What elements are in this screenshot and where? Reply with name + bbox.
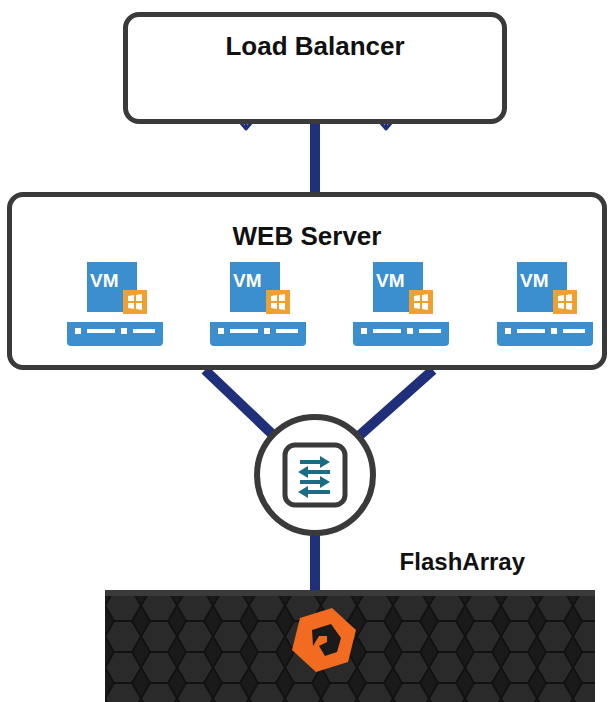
windows-badge — [266, 290, 290, 314]
server-slot — [551, 328, 557, 334]
server-slot — [218, 328, 224, 334]
windows-badge — [123, 290, 147, 314]
connector-line — [205, 370, 433, 590]
windows-logo — [128, 294, 142, 310]
pure-logo-inner — [312, 624, 341, 656]
chassis-texture — [105, 590, 595, 702]
server-slot — [517, 329, 545, 333]
box-title: Load Balancer — [128, 31, 502, 62]
server-slot — [407, 328, 413, 334]
server-slot — [505, 328, 511, 334]
vm-label: VM — [90, 270, 119, 292]
server-slot — [75, 328, 81, 334]
windows-logo — [558, 294, 572, 310]
server-slot — [87, 329, 115, 333]
connector-line — [310, 124, 320, 192]
windows-badge — [409, 290, 433, 314]
box-title: WEB Server — [12, 221, 602, 252]
flasharray-chassis — [105, 590, 595, 702]
storage-array: FlashArray — [105, 590, 595, 702]
windows-logo — [271, 294, 285, 310]
chassis-body — [105, 590, 595, 702]
windows-logo — [414, 294, 428, 310]
vm-icon-box: VM — [87, 262, 137, 312]
switch-symbol — [257, 417, 373, 533]
tier-box: WEB ServerVM VM VM VM — [7, 192, 607, 370]
vm-icon-box: VM — [373, 262, 423, 312]
vm-label: VM — [520, 270, 549, 292]
server-slot — [230, 329, 258, 333]
vm-label: VM — [376, 270, 405, 292]
server-slot — [133, 329, 155, 333]
server-slot — [361, 328, 367, 334]
chassis-rim — [105, 590, 595, 596]
server-slot — [373, 329, 401, 333]
server-bar — [353, 322, 449, 346]
tier-box: Load Balancer — [123, 12, 507, 124]
pure-logo — [292, 608, 356, 672]
server-slot — [419, 329, 441, 333]
vm-icon-box: VM — [230, 262, 280, 312]
server-slot — [264, 328, 270, 334]
server-bar — [497, 322, 593, 346]
server-slot — [563, 329, 585, 333]
server-bar — [210, 322, 306, 346]
array-heading: FlashArray — [400, 548, 525, 576]
server-bar — [67, 322, 163, 346]
vm-icon-box: VM — [517, 262, 567, 312]
server-slot — [121, 328, 127, 334]
windows-badge — [553, 290, 577, 314]
server-slot — [276, 329, 298, 333]
vm-label: VM — [233, 270, 262, 292]
